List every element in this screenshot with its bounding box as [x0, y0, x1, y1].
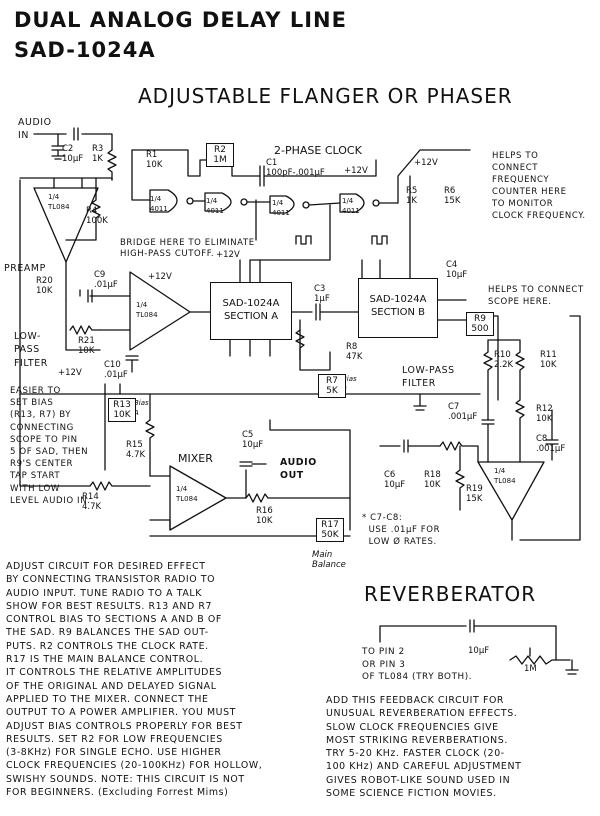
gate-4 — [339, 193, 365, 213]
plus12v-bias-label: +12V — [58, 368, 82, 378]
plus12v-opamp-label: +12V — [148, 272, 172, 282]
c4-label: C4 10μF — [446, 260, 468, 280]
reverb-circuit — [379, 619, 557, 661]
chip-b-line-2: SECTION B — [370, 307, 426, 318]
gate-2-label: 1/4 4011 — [206, 197, 224, 215]
r10-resistor — [483, 351, 493, 391]
audio-in-wire — [33, 127, 113, 151]
title-line-1: DUAL ANALOG DELAY LINE — [14, 8, 347, 32]
lowpass-filter-label-2: LOW-PASS FILTER — [402, 365, 455, 390]
r16-label: R16 10K — [256, 506, 273, 526]
r15-label: R15 4.7K — [126, 440, 146, 460]
r3-resistor — [107, 149, 117, 181]
r14-resistor — [89, 481, 151, 491]
c3-label: C3 1μF — [314, 284, 330, 304]
r6-label: R6 15K — [444, 186, 461, 206]
subtitle: ADJUSTABLE FLANGER OR PHASER — [138, 84, 513, 108]
audio-in-label: AUDIO IN — [18, 117, 52, 142]
clock-label: 2-PHASE CLOCK — [274, 144, 362, 157]
frequency-counter-note: HELPS TO CONNECT FREQUENCY COUNTER HERE … — [492, 151, 586, 221]
gate-4-label: 1/4 4011 — [342, 197, 360, 215]
c2-label: C2 10μF — [62, 144, 84, 164]
r14-label: R14 4.7K — [82, 492, 102, 512]
plus12v-gate-label: +12V — [344, 166, 368, 176]
r10-label: R10 2.2K — [494, 350, 514, 370]
r4-resistor — [65, 177, 101, 241]
title-line-2: SAD-1024A — [14, 38, 156, 62]
r18-resistor — [439, 441, 479, 463]
r11-label: R11 10K — [540, 350, 557, 370]
opamp-right-label: 1/4 TL084 — [494, 467, 516, 485]
reverb-connect-note: TO PIN 2 OR PIN 3 OF TL084 (TRY BOTH). — [362, 647, 473, 682]
audio-out-label: AUDIO OUT — [280, 457, 317, 482]
r5-label: R5 1K — [406, 186, 418, 206]
c8-label: C8 .001μF — [536, 434, 566, 454]
r2-pot-label: R2 1M — [206, 143, 234, 167]
opamp-a — [129, 271, 191, 351]
c9-label: C9 .01μF — [94, 270, 118, 290]
r11-resistor — [515, 351, 525, 391]
c7-label: C7 .001μF — [448, 402, 478, 422]
chip-b-line-1: SAD-1024A — [369, 294, 427, 305]
scope-note: HELPS TO CONNECT SCOPE HERE. — [488, 285, 584, 307]
r16-resistor — [245, 493, 351, 503]
reverberator-instructions: ADD THIS FEEDBACK CIRCUIT FOR UNUSUAL RE… — [326, 695, 522, 800]
c10-cap — [125, 355, 139, 373]
sad-chip-section-a: SAD-1024A SECTION A — [210, 282, 292, 340]
sad-chip-section-b: SAD-1024A SECTION B — [358, 278, 438, 338]
r15-resistor — [145, 419, 155, 477]
c2-cap — [51, 133, 65, 160]
r8-label: R8 47K — [346, 342, 363, 362]
opamp-a-label: 1/4 TL084 — [136, 301, 158, 319]
r18-label: R18 10K — [424, 470, 441, 490]
r17-pot-label: R17 50K — [316, 518, 344, 542]
mixer-label: MIXER — [178, 452, 213, 465]
reverb-cap-label: 10μF — [468, 646, 490, 656]
preamp-opamp — [33, 187, 99, 263]
gate-1-label: 1/4 4011 — [150, 195, 168, 213]
reverb-pot-label: 1M — [524, 664, 537, 674]
main-balance-label: Main Balance — [312, 550, 346, 570]
mixer-opamp — [169, 465, 227, 531]
reverberator-title: REVERBERATOR — [364, 582, 537, 606]
r19-label: R19 15K — [466, 484, 483, 504]
chip-a-line-2: SECTION A — [223, 311, 279, 322]
c10-label: C10 .01μF — [104, 360, 128, 380]
mixer-opamp-label: 1/4 TL084 — [176, 485, 198, 503]
r9-pot-label: R9 500 — [466, 312, 494, 336]
bias-note: EASIER TO SET BIAS (R13, R7) BY CONNECTI… — [10, 386, 91, 506]
opamp-right — [477, 461, 545, 521]
lowpass-filter-label-1: LOW- PASS FILTER — [14, 331, 48, 369]
r20-label: R20 10K — [36, 276, 53, 296]
r13-pot-label: R13 10K — [108, 398, 136, 422]
r12-resistor — [515, 399, 525, 441]
r21-resistor — [69, 325, 101, 335]
chip-a-line-1: SAD-1024A — [222, 298, 280, 309]
c9-cap — [87, 289, 93, 303]
gate-3 — [269, 195, 295, 214]
c1-label: C1 100pF-.001μF — [266, 158, 325, 178]
r19-resistor — [455, 469, 465, 511]
gate-1 — [149, 189, 178, 213]
adjustment-instructions: ADJUST CIRCUIT FOR DESIRED EFFECT BY CON… — [6, 561, 263, 799]
preamp-opamp-label: 1/4 TL084 — [48, 193, 70, 211]
r1-label: R1 10K — [146, 150, 163, 170]
preamp-label: PREAMP — [4, 263, 46, 274]
c5-label: C5 10μF — [242, 430, 264, 450]
capacitor-note: * C7-C8: USE .01μF FOR LOW Ø RATES. — [362, 513, 441, 547]
bridge-note: BRIDGE HERE TO ELIMINATE HIGH-PASS CUTOF… — [120, 238, 255, 259]
r8-resistor — [295, 329, 305, 371]
r21-label: R21 10K — [78, 336, 95, 356]
bias-a-label: Bias A — [134, 399, 149, 417]
gate-3-label: 1/4 4011 — [272, 199, 290, 217]
r3-label: R3 1K — [92, 144, 104, 164]
r12-label: R12 10K — [536, 404, 553, 424]
r7-pot-label: R7 5K — [318, 374, 346, 398]
c6-label: C6 10μF — [384, 470, 406, 490]
plus12v-right-label: +12V — [414, 158, 438, 168]
plus12v-chip-label: +12V — [216, 250, 240, 260]
gate-2 — [204, 192, 232, 212]
r4-label: R4 100K — [86, 206, 108, 226]
